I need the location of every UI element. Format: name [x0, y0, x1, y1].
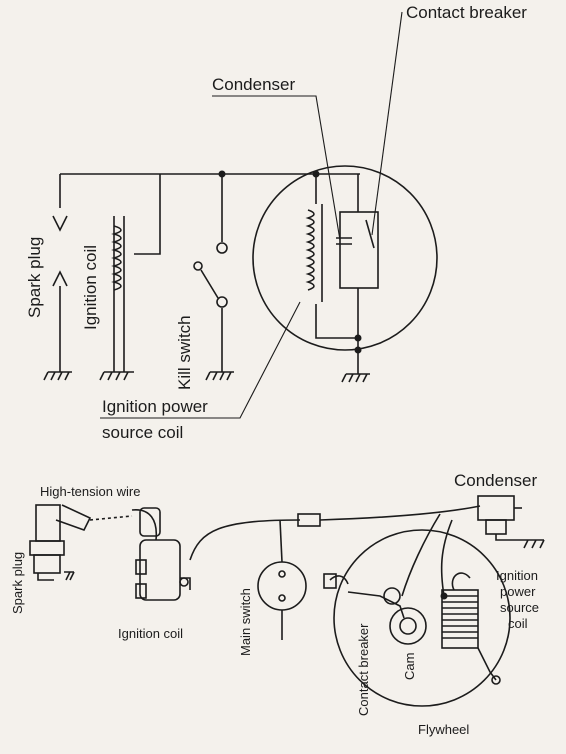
- condenser-illustration: [477, 495, 545, 549]
- condenser-label: Condenser: [212, 75, 296, 94]
- power-source-coil-symbol: [305, 174, 358, 339]
- power-coil-label-bottom-4: coil: [508, 616, 528, 631]
- power-coil-label-line1: Ignition power: [102, 397, 208, 416]
- power-coil-label-line2: source coil: [102, 423, 183, 442]
- high-tension-wire: [89, 515, 133, 521]
- spark-plug-illustration: [29, 504, 92, 581]
- condenser-breaker-symbol: [336, 174, 379, 383]
- spark-plug-symbol: [43, 174, 72, 381]
- contact-breaker-label: Contact breaker: [406, 3, 527, 22]
- power-coil-label-bottom-2: power: [500, 584, 536, 599]
- contact-breaker-leader: [371, 11, 403, 236]
- spark-plug-label: Spark plug: [25, 237, 44, 318]
- spark-plug-label-bottom: Spark plug: [10, 552, 25, 614]
- contact-breaker-label-bottom: Contact breaker: [356, 623, 371, 716]
- power-coil-label-bottom-1: Ignition: [496, 568, 538, 583]
- main-switch-illustration: [257, 519, 307, 640]
- contact-breaker-illustration: [323, 513, 441, 619]
- high-tension-wire-label: High-tension wire: [40, 484, 140, 499]
- cam-illustration: [389, 607, 427, 645]
- power-coil-illustration: [440, 519, 501, 685]
- ignition-coil-symbol: [99, 174, 161, 381]
- ignition-coil-illustration: [135, 519, 301, 601]
- wiring-diagram: High-tension wire Condenser Spark plug I…: [10, 471, 545, 737]
- kill-switch-label: Kill switch: [175, 315, 194, 390]
- flywheel-label: Flywheel: [418, 722, 469, 737]
- ignition-coil-label: Ignition coil: [81, 245, 100, 330]
- condenser-leader: [212, 95, 341, 241]
- condenser-label-bottom: Condenser: [454, 471, 538, 490]
- schematic-diagram: Contact breaker Condenser Spark plug Ign…: [25, 3, 527, 442]
- kill-switch-symbol: [193, 174, 234, 381]
- plug-cap: [139, 507, 161, 537]
- ignition-coil-label-bottom: Ignition coil: [118, 626, 183, 641]
- main-lead-wire: [319, 505, 481, 521]
- power-coil-leader: [100, 301, 301, 419]
- flywheel-circle-bottom: [333, 529, 511, 707]
- power-coil-label-bottom-3: source: [500, 600, 539, 615]
- main-switch-label: Main switch: [238, 588, 253, 656]
- flywheel-circle: [252, 165, 438, 351]
- wire-connector: [297, 513, 321, 527]
- cam-label: Cam: [402, 653, 417, 680]
